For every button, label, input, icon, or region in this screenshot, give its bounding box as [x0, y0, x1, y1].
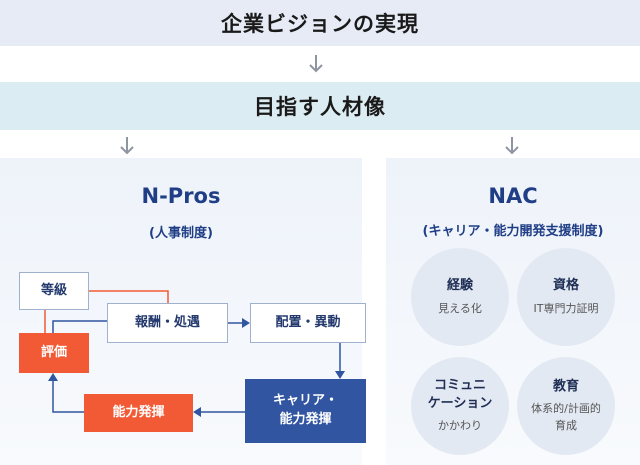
qualification-circle: 資格 IT専門力証明: [517, 248, 615, 346]
career-ability-line2: 能力発揮: [279, 412, 332, 427]
arrow-down-icon: [309, 55, 323, 73]
evaluation-label: 評価: [40, 344, 67, 360]
vision-banner: 企業ビジョンの実現: [0, 0, 640, 46]
nac-subtitle: (キャリア・能力開発支援制度): [422, 224, 604, 239]
placement-transfer-label: 配置・異動: [275, 314, 341, 330]
grade-label: 等級: [40, 282, 67, 298]
communication-circle: コミュニ ケーション かかわり: [411, 357, 509, 455]
experience-subtitle: 見える化: [438, 301, 482, 315]
evaluation-box: 評価: [19, 333, 89, 373]
placement-transfer-box: 配置・異動: [250, 303, 366, 343]
qualification-title: 資格: [552, 277, 579, 293]
qualification-subtitle: IT専門力証明: [533, 301, 599, 315]
reward-treatment-label: 報酬・処遇: [134, 314, 200, 330]
nac-panel: NAC (キャリア・能力開発支援制度) 経験 見える化 資格 IT専門力証明 コ…: [386, 158, 640, 465]
education-title: 教育: [552, 378, 579, 394]
experience-circle: 経験 見える化: [411, 248, 509, 346]
ability-demonstration-label: 能力発揮: [112, 404, 165, 420]
communication-title: コミュニ ケーション: [427, 378, 493, 411]
experience-title: 経験: [446, 277, 473, 293]
vision-text: 企業ビジョンの実現: [221, 12, 419, 36]
reward-treatment-box: 報酬・処遇: [107, 303, 228, 343]
career-ability-line1: キャリア・: [272, 393, 338, 409]
arrow-down-icon: [505, 137, 519, 155]
ideal-talent-banner: 目指す人材像: [0, 82, 640, 130]
nac-title: NAC: [488, 184, 538, 208]
npros-subtitle: (人事制度): [149, 226, 213, 241]
career-ability-box: キャリア・ 能力発揮: [245, 379, 366, 443]
grade-box: 等級: [19, 272, 89, 310]
education-subtitle: 体系的/計画的 育成: [531, 402, 601, 432]
education-circle: 教育 体系的/計画的 育成: [517, 357, 615, 455]
npros-title: N-Pros: [141, 184, 221, 208]
communication-subtitle: かかわり: [438, 419, 482, 433]
ability-demonstration-box: 能力発揮: [84, 394, 193, 432]
ideal-talent-text: 目指す人材像: [254, 95, 386, 119]
arrow-down-icon: [120, 137, 134, 155]
